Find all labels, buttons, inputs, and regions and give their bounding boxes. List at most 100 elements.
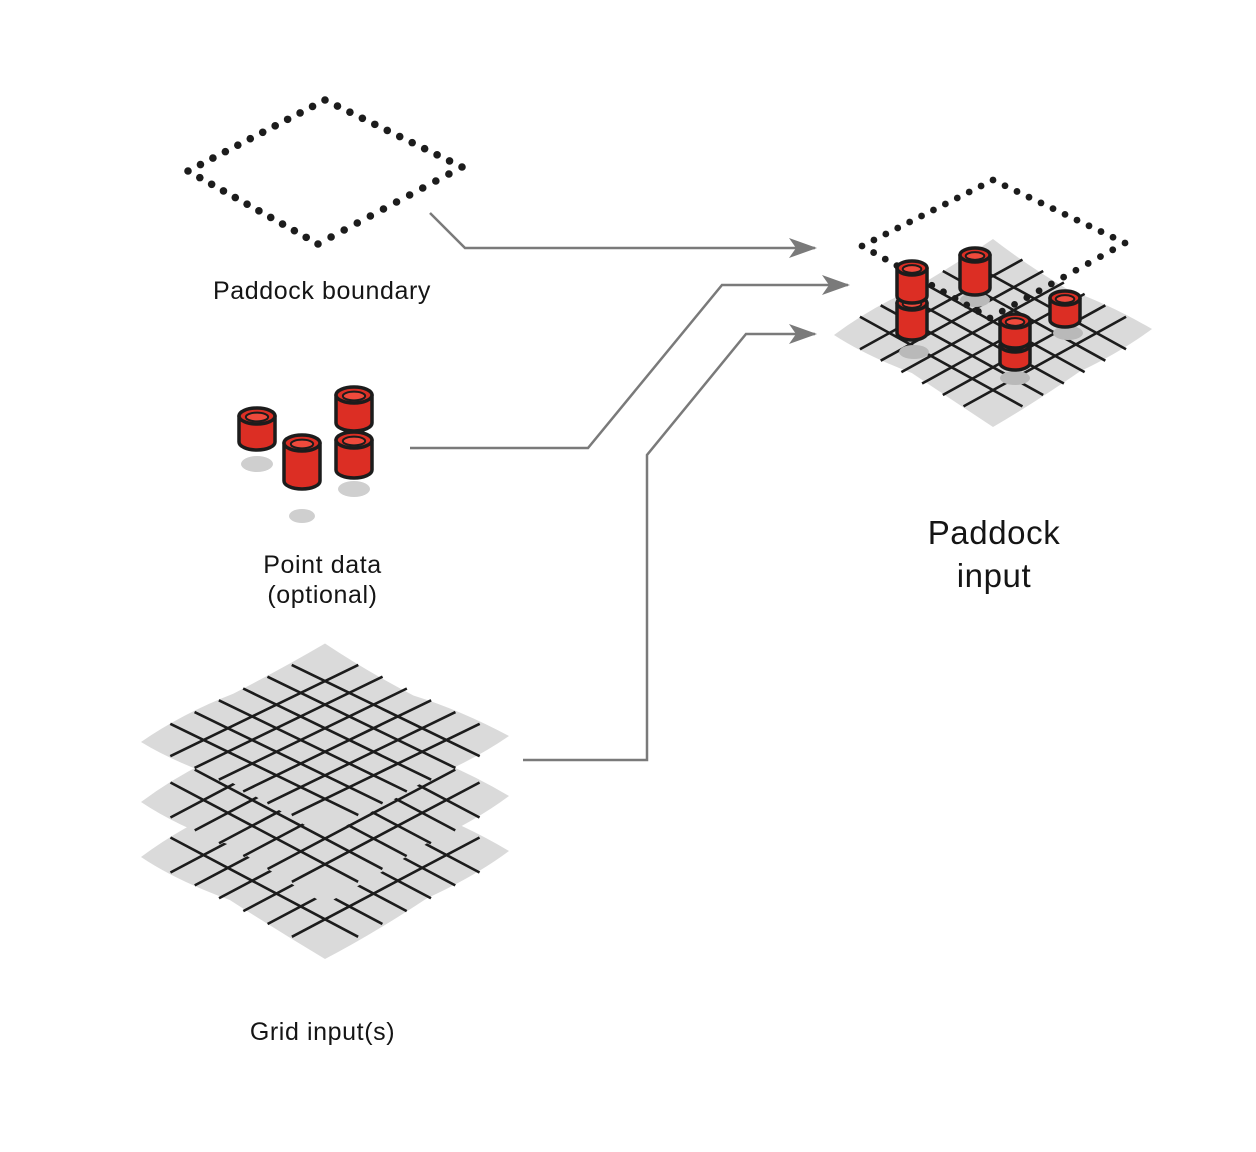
- boundary-dot: [207, 180, 216, 189]
- boundary-dot: [408, 138, 416, 147]
- combined-boundary-dot: [977, 182, 985, 190]
- point-data-label-line1: Point data: [263, 551, 382, 579]
- grid-layer-top: [141, 643, 509, 837]
- combined-boundary-dot: [1121, 239, 1129, 247]
- boundary-dot: [445, 157, 454, 165]
- boundary-dot: [231, 193, 240, 202]
- point-data-label: Point data (optional): [200, 550, 445, 610]
- boundary-dot: [358, 114, 367, 123]
- boundary-dot: [296, 109, 304, 117]
- combined-boundary-dot: [940, 288, 947, 296]
- combined-boundary-dot: [1013, 188, 1021, 195]
- combined-cylinder-right: [1048, 289, 1082, 329]
- boundary-dot: [196, 160, 205, 169]
- boundary-dot: [209, 154, 217, 162]
- boundary-connector-arrow: [429, 212, 817, 258]
- boundary-dot: [333, 102, 342, 110]
- combined-cylinder-left-top: [895, 259, 929, 305]
- paddock-input-label: Paddock input: [870, 512, 1118, 598]
- combined-boundary-dot: [1097, 253, 1104, 261]
- combined-boundary-dot: [1047, 280, 1055, 288]
- cylinder-stack-icon: [237, 385, 374, 523]
- combined-grid-sheet: [834, 239, 1152, 427]
- connectors: [410, 212, 850, 762]
- boundary-dot: [308, 102, 317, 111]
- stacked-grid-layers-icon: [141, 643, 509, 959]
- point-data-label-line2: (optional): [267, 581, 378, 609]
- combined-paddock-icon: [834, 176, 1152, 427]
- combined-boundary-dot: [1109, 233, 1117, 241]
- cylinder-stack-bottom: [334, 430, 374, 480]
- boundary-dot: [302, 233, 310, 242]
- combined-boundary-dot: [870, 236, 878, 244]
- boundary-dot: [383, 126, 392, 135]
- combined-boundary-dot: [930, 206, 937, 214]
- combined-boundary-dot: [1049, 205, 1057, 213]
- boundary-dot: [246, 134, 255, 143]
- combined-boundary-dot: [1085, 222, 1093, 230]
- combined-boundary-dot: [989, 176, 997, 184]
- cylinder-medium: [282, 433, 322, 491]
- boundary-dot: [433, 151, 441, 159]
- boundary-dot: [445, 170, 453, 178]
- cylinder-shadow: [1053, 326, 1083, 340]
- combined-boundary-dot: [1097, 228, 1105, 235]
- grid-inputs-label-text: Grid input(s): [249, 1018, 396, 1046]
- boundary-dot: [184, 167, 192, 175]
- combined-boundary-dot: [1073, 216, 1081, 224]
- boundary-dot: [221, 147, 230, 156]
- combined-boundary-dot: [986, 314, 994, 322]
- combined-boundary-dot: [941, 200, 949, 208]
- boundary-dot: [266, 213, 275, 222]
- boundary-dot: [327, 233, 335, 241]
- boundary-dot: [255, 207, 263, 215]
- combined-boundary-dot: [858, 242, 866, 250]
- boundary-dot: [196, 173, 204, 182]
- boundary-dot: [290, 226, 299, 235]
- boundary-dot: [219, 187, 228, 195]
- combined-boundary-dot: [1001, 182, 1009, 190]
- boundary-dot: [278, 220, 287, 228]
- combined-boundary-dot: [1109, 246, 1117, 254]
- paddock-input-label-line2: input: [956, 556, 1032, 594]
- boundary-dot: [458, 163, 466, 171]
- combined-boundary-dot: [1061, 210, 1069, 218]
- point-data-connector-arrow: [410, 275, 850, 450]
- combined-cylinder-back: [958, 246, 992, 297]
- boundary-dot: [371, 120, 379, 129]
- boundary-dot: [258, 128, 267, 137]
- combined-boundary-dot: [870, 249, 878, 256]
- combined-boundary-dot: [894, 224, 902, 232]
- combined-boundary-dot: [918, 212, 925, 220]
- boundary-dot: [418, 184, 427, 192]
- combined-boundary-dot: [1037, 199, 1045, 207]
- boundary-dot: [420, 144, 429, 153]
- combined-boundary-dot: [1025, 193, 1033, 201]
- boundary-dot: [405, 191, 414, 199]
- combined-boundary-dot: [953, 194, 961, 202]
- combined-boundary-dot: [1072, 266, 1080, 274]
- boundary-dot: [243, 200, 251, 208]
- boundary-dot: [321, 96, 329, 104]
- combined-boundary-dot: [963, 301, 971, 309]
- combined-boundary-dot: [951, 294, 959, 302]
- combined-boundary-dot: [1035, 287, 1043, 295]
- combined-boundary-dot: [1023, 294, 1031, 301]
- paddock-boundary-label-text: Paddock boundary: [212, 277, 432, 305]
- boundary-dot: [271, 122, 279, 130]
- boundary-dot: [283, 115, 292, 124]
- combined-boundary-dot: [882, 230, 890, 238]
- boundary-dot: [366, 212, 375, 220]
- cylinder-shadow: [1000, 371, 1030, 385]
- combined-boundary-dot: [1084, 260, 1092, 267]
- dotted-diamond-icon: [184, 96, 466, 248]
- combined-boundary-dot: [965, 188, 973, 196]
- combined-boundary-dot: [881, 255, 889, 263]
- combined-cylinder-front-top: [998, 312, 1032, 350]
- boundary-dot: [314, 240, 322, 248]
- paddock-input-label-line1: Paddock: [927, 514, 1061, 551]
- boundary-dot: [340, 226, 348, 234]
- combined-boundary-dot: [1011, 300, 1018, 308]
- combined-boundary-dot: [928, 281, 936, 289]
